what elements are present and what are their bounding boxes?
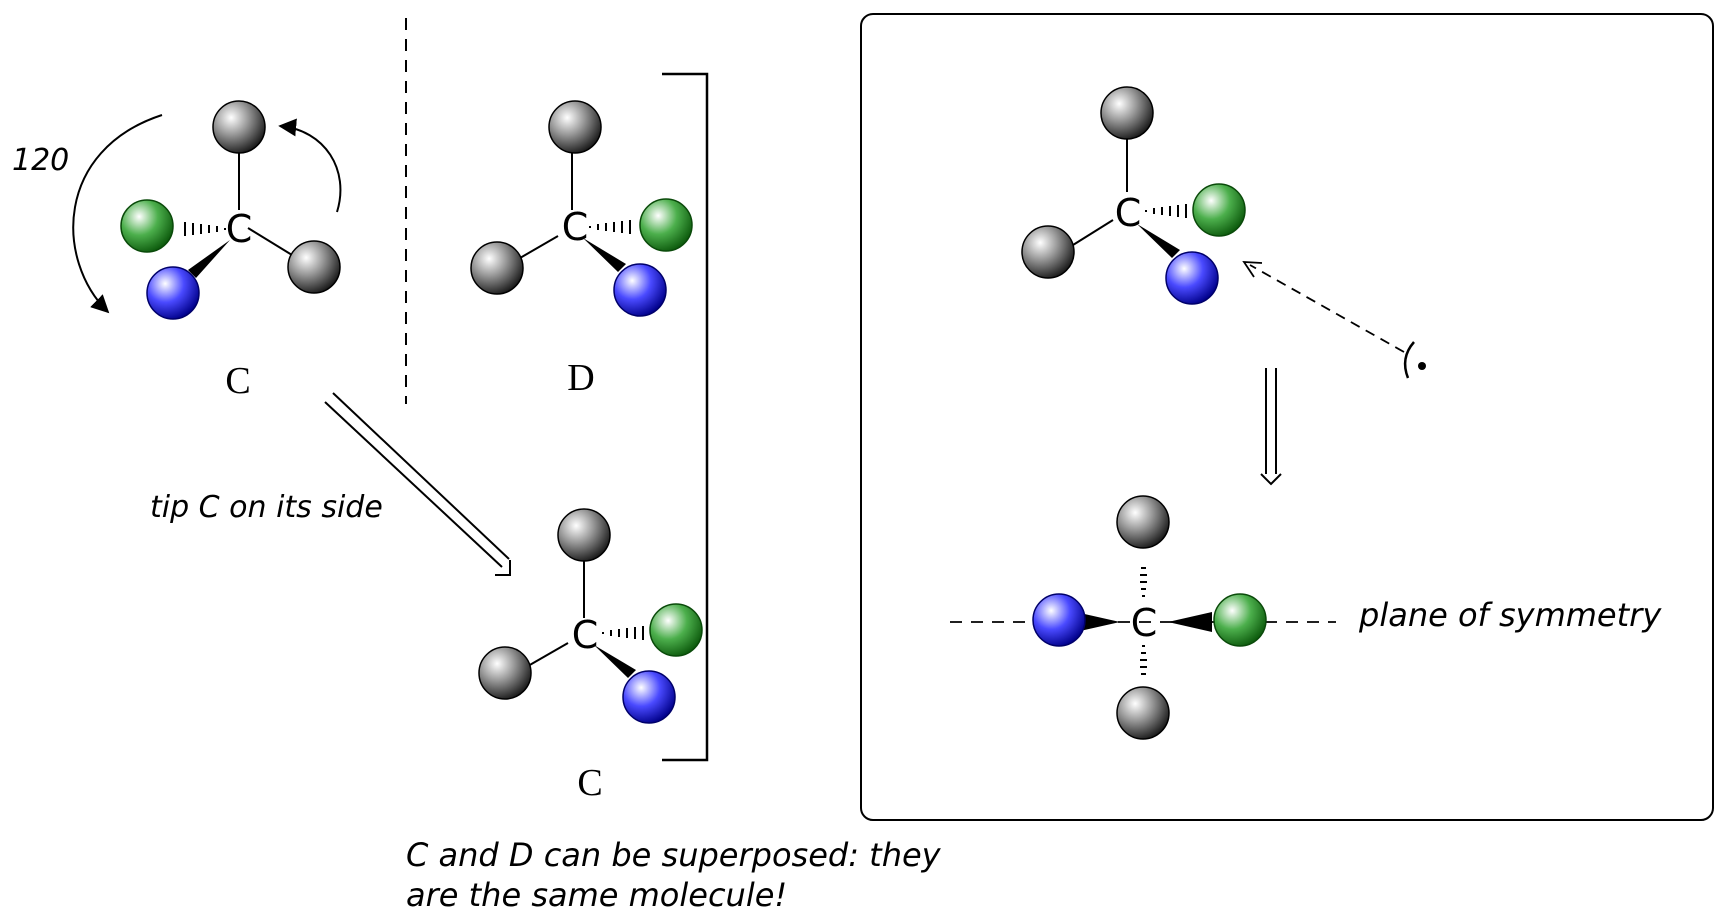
eye-pupil [1418,362,1426,370]
blue-atom [613,263,667,317]
view-dashed-arrow [1249,264,1405,353]
gray-atom [287,240,341,294]
molecule-box-bottom: C [1032,495,1267,740]
tip-text: tip C on its side [150,490,383,525]
molecule-c-tipped: C [478,508,703,724]
conclusion-line-1: C and D can be superposed: they [406,836,942,874]
symmetry-box [860,13,1714,821]
green-atom [639,198,693,252]
blue-atom [1032,593,1086,647]
green-atom [649,603,703,657]
wedge-bond [583,238,626,272]
tip-double-arrow [324,392,511,576]
molecule-box-top: C [1021,86,1246,305]
label-c-tipped: C [577,762,602,804]
gray-atom [1116,495,1170,549]
rotation-arrow-left [72,114,163,314]
molecule-c-top-left: C [120,100,341,320]
gray-atom [470,241,524,295]
gray-atom [1021,225,1075,279]
carbon-symbol: C [1115,191,1142,235]
plane-of-symmetry-label: plane of symmetry [1358,596,1662,634]
gray-atom [548,100,602,154]
rotation-label: 120 [12,143,69,178]
carbon-symbol: C [562,205,589,249]
blue-atom [622,670,676,724]
hashed-bond-down [1140,645,1147,675]
label-d: D [567,357,594,399]
molecule-d: C [470,100,693,317]
green-atom [1213,593,1267,647]
gray-atom [212,100,266,154]
green-atom [120,199,174,253]
wedge-bond-right [1168,612,1212,632]
wedge-bond-left [1080,613,1120,631]
view-arrowhead [1242,261,1263,278]
carbon-symbol: C [1131,601,1158,645]
gray-atom [557,508,611,562]
label-c: C [225,360,250,402]
gray-atom [1100,86,1154,140]
rotation-arrow-right [278,118,342,213]
gray-atom [1116,686,1170,740]
wedge-bond [594,645,636,678]
bracket [662,72,709,762]
hashed-bond-up [1140,567,1147,597]
wedge-bond [188,240,230,278]
gray-atom [478,646,532,700]
conclusion-line-2: are the same molecule! [406,876,787,914]
blue-atom [1165,251,1219,305]
wedge-bond [1137,224,1180,258]
down-double-arrow [1260,368,1282,486]
eye-icon [1403,341,1415,379]
hashed-bond [184,222,226,236]
carbon-symbol: C [572,613,599,657]
hashed-bond [602,626,644,640]
carbon-symbol: C [226,207,253,251]
blue-atom [146,266,200,320]
hashed-bond [1145,204,1187,218]
green-atom [1192,183,1246,237]
hashed-bond [589,220,631,234]
